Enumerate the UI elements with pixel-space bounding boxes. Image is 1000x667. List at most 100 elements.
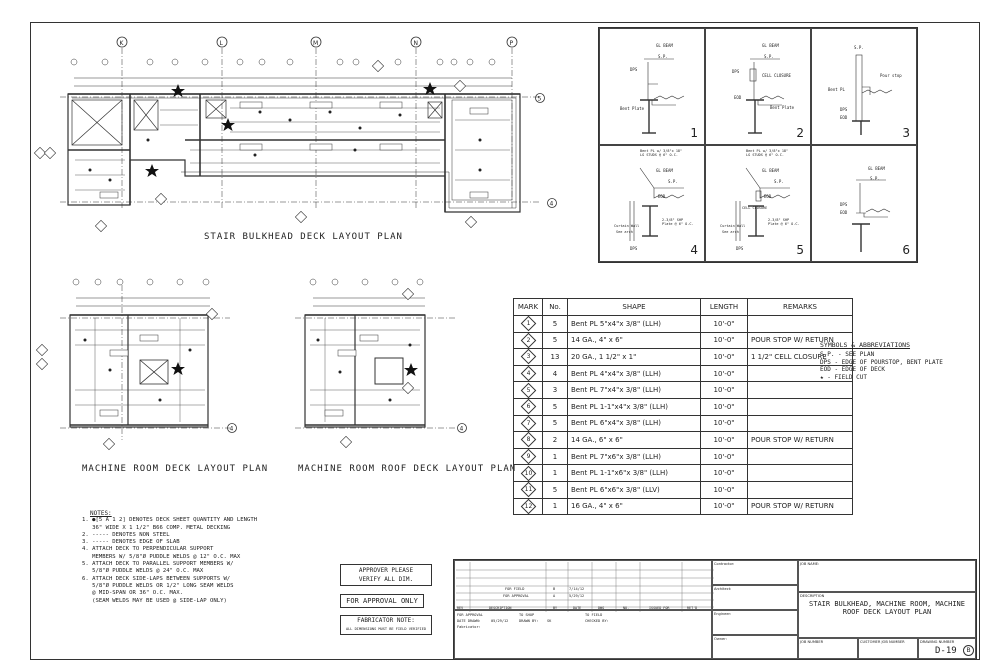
mark-number: 12 <box>524 502 532 510</box>
approver-line-2: VERIFY ALL DIM. <box>358 576 414 583</box>
mark-diamond-icon: 7 <box>520 415 536 432</box>
detail-3-sketch <box>852 54 893 135</box>
detail-1-sketch <box>640 58 685 134</box>
mark-diamond-icon: 9 <box>520 448 536 465</box>
length-cell: 10'-0" <box>700 497 748 516</box>
schedule-header-row: MARK No. SHAPE LENGTH REMARKS <box>513 298 853 316</box>
stair-bulkhead-plan-title: STAIR BULKHEAD DECK LAYOUT PLAN <box>204 232 403 242</box>
description-line-2: ROOF DECK LAYOUT PLAN <box>842 608 932 616</box>
mark-diamond-icon: 8 <box>520 432 536 448</box>
mark-cell: 11 <box>513 480 543 499</box>
no-cell: 3 <box>542 381 568 399</box>
drawn-by-value: SK <box>547 619 552 623</box>
length-cell: 10'-0" <box>700 431 748 449</box>
length-cell: 10'-0" <box>700 331 748 350</box>
mark-number: 7 <box>526 419 530 427</box>
mark-diamond-icon: 2 <box>520 332 536 349</box>
machine-room-roof-plan-title: MACHINE ROOM ROOF DECK LAYOUT PLAN <box>298 464 517 474</box>
remarks-cell <box>747 381 853 399</box>
svg-text:M: M <box>313 40 318 47</box>
detail-1: GL BEAM S.P. DPS Bent Plate 1 <box>599 28 705 145</box>
detail-2: GL BEAM S.P. CELL CLOSURE DPS EOD Bent P… <box>705 28 811 145</box>
grid-bubble-5: 5 <box>535 93 545 103</box>
mark-diamond-icon: 1 <box>520 316 536 332</box>
mark-diamond-icon: 3 <box>520 349 536 365</box>
mark-diamond-icon: 11 <box>520 481 536 498</box>
architect-label: Architect: <box>714 587 732 591</box>
remarks-cell <box>747 397 853 416</box>
svg-text:P: P <box>510 40 514 47</box>
title-block: FOR FIELD B 7/14/12 FOR APPROVAL A 5/29/… <box>453 559 977 660</box>
shape-cell: 14 GA., 6" x 6" <box>567 431 701 449</box>
note-line: 4. ATTACH DECK TO PERPENDICULAR SUPPORT <box>82 546 214 553</box>
revision-area: FOR FIELD B 7/14/12 FOR APPROVAL A 5/29/… <box>454 560 714 612</box>
remarks-cell <box>747 480 853 499</box>
note-line: (SEAM WELDS MAY BE USED @ SIDE-LAP ONLY) <box>82 597 227 604</box>
rev-header: BY <box>553 606 558 610</box>
rev-a-no: A <box>553 594 556 598</box>
svg-text:5: 5 <box>538 96 542 103</box>
mark-number: 8 <box>526 436 530 444</box>
job-name-label: JOB NAME: <box>800 562 820 566</box>
date-drawn-label: DATE DRAWN: <box>457 619 481 623</box>
rev-b-desc: FOR FIELD <box>505 587 525 591</box>
checked-by-label: CHECKED BY: <box>585 619 609 623</box>
note-line: 36" WIDE X 1 1/2" B66 COMP. METAL DECKIN… <box>82 524 231 531</box>
general-notes: NOTES: 1. ●[5 A 1 2] DENOTES DECK SHEET … <box>82 510 257 605</box>
grid-bubble-p: P <box>506 36 518 48</box>
fabricator-note-title: FABRICATOR NOTE: <box>357 617 415 624</box>
no-cell: 5 <box>542 331 568 350</box>
remarks-cell <box>747 464 853 482</box>
rev-header: REV <box>457 606 464 610</box>
rev-header: DWG <box>598 606 605 610</box>
shape-cell: 16 GA., 4" x 6" <box>567 497 701 516</box>
mark-number: 10 <box>524 469 532 477</box>
grid-bubble-m: M <box>310 36 322 48</box>
length-cell: 10'-0" <box>700 348 748 366</box>
col-length: LENGTH <box>700 298 748 316</box>
mark-cell: 2 <box>513 331 543 350</box>
no-cell: 1 <box>542 497 568 516</box>
shape-cell: Bent PL 7"x6"x 3/8" (LLH) <box>567 447 701 466</box>
shape-cell: Bent PL 1-1"x6"x 3/8" (LLH) <box>567 464 701 482</box>
approver-line-1: APPROVER PLEASE <box>358 567 414 574</box>
job-number-cell: JOB NUMBER <box>798 638 858 659</box>
note-line: 2. ----- DENOTES NON STEEL <box>82 531 170 538</box>
symbols-abbreviations: SYMBOLS & ABBREVIATIONS S.P. - SEE PLAN … <box>820 341 943 381</box>
field-cut-star-icon <box>404 363 418 376</box>
mark-cell: 10 <box>513 464 543 482</box>
shape-cell: Bent PL 7"x4"x 3/8" (LLH) <box>567 381 701 399</box>
mark-diamond-icon: 4 <box>520 365 536 382</box>
remarks-cell <box>747 315 853 333</box>
mark-cell: 1 <box>513 315 543 333</box>
drawing-number-label: DRAWING NUMBER <box>920 640 955 644</box>
rev-header: NO. <box>623 606 630 610</box>
mark-cell: 8 <box>513 431 543 449</box>
length-cell: 10'-0" <box>700 414 748 433</box>
col-no: No. <box>542 298 568 316</box>
note-line: 6. ATTACH DECK SIDE-LAPS BETWEEN SUPPORT… <box>82 575 231 582</box>
job-number-label: JOB NUMBER <box>800 640 824 644</box>
shape-cell: 20 GA., 1 1/2" x 1" <box>567 348 701 366</box>
detail-5: Bent PL w/ 3/8"x 18" LG STUDS @ 6" O.C. … <box>705 145 811 262</box>
contractor-label: Contractor: <box>714 562 735 566</box>
drawing-number-value: D-19 <box>935 646 957 656</box>
rev-b-no: B <box>553 587 556 591</box>
architect-cell: Architect: <box>712 585 798 610</box>
customer-job-cell: CUSTOMER JOB NUMBER <box>858 638 918 659</box>
shape-cell: 14 GA., 4" x 6" <box>567 331 701 350</box>
detail-6: GL BEAM S.P. DPS EOD 6 <box>811 145 917 262</box>
svg-text:4: 4 <box>550 201 554 208</box>
mark-number: 3 <box>526 353 530 361</box>
length-cell: 10'-0" <box>700 480 748 499</box>
symbol-item: S.P. - SEE PLAN <box>820 351 875 359</box>
stair-bulkhead-deck-plan: K L M N P <box>33 36 557 233</box>
length-cell: 10'-0" <box>700 315 748 333</box>
